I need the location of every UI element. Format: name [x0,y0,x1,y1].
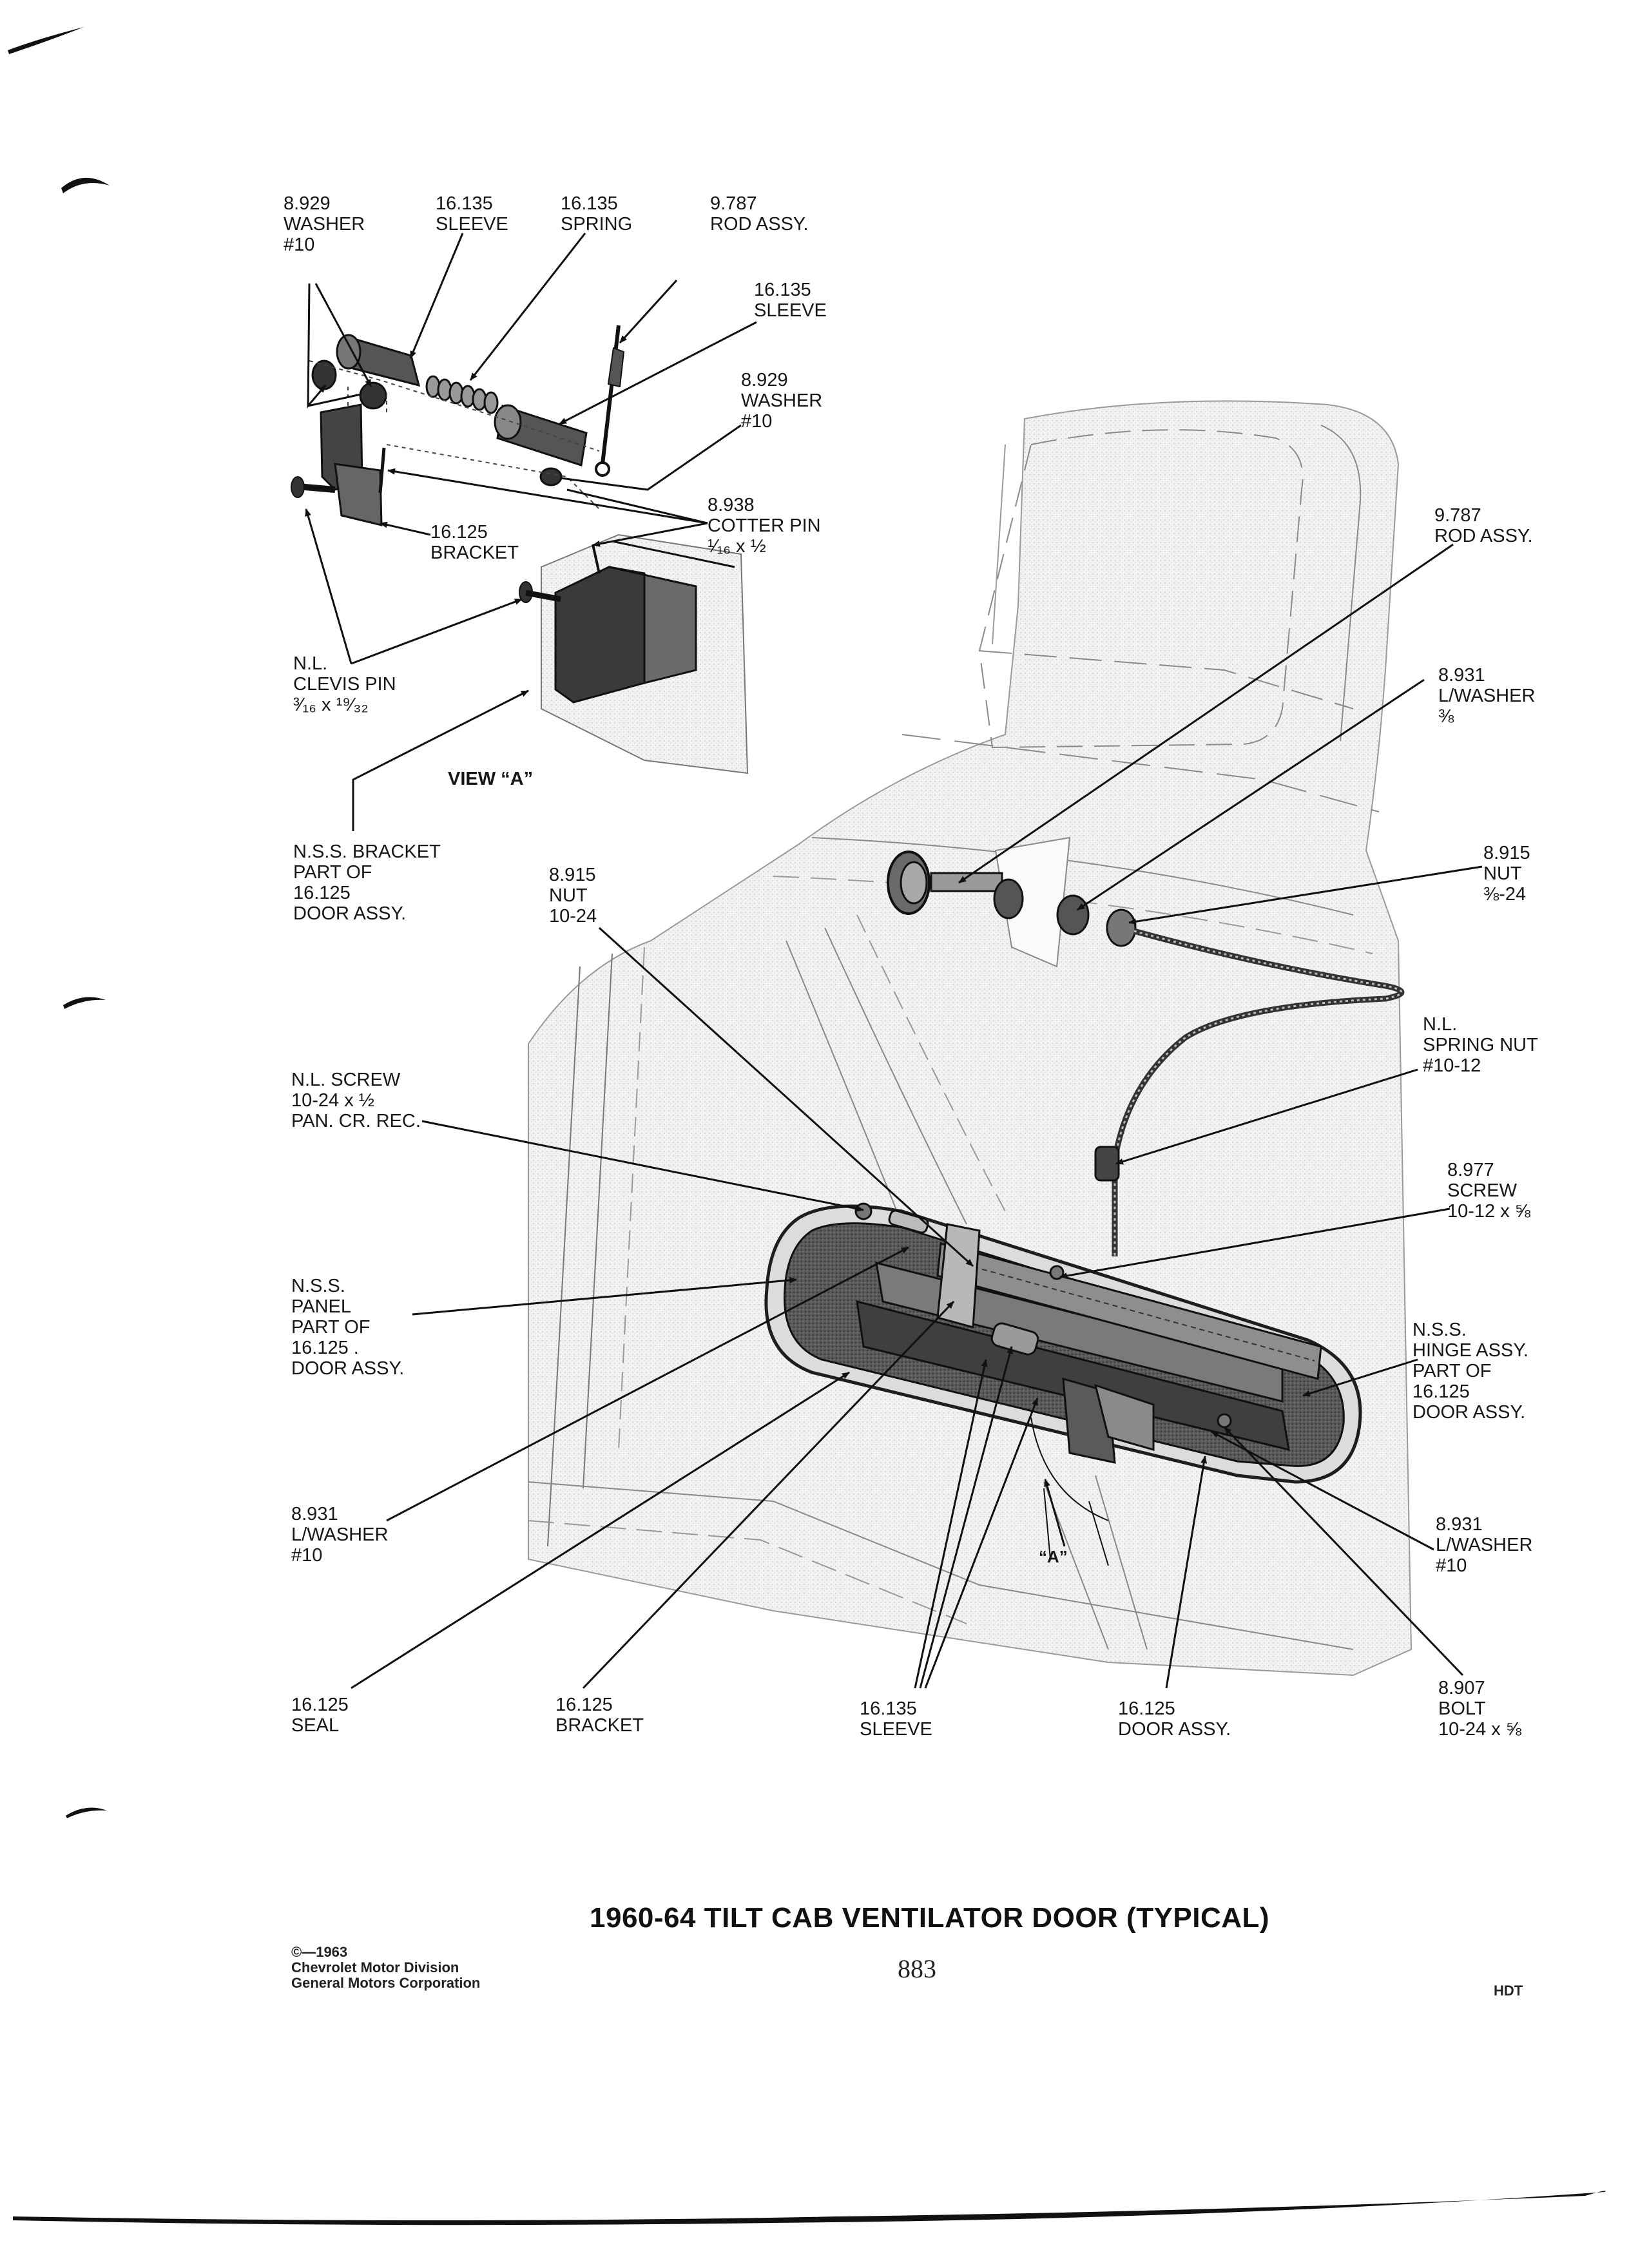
callout-screw-left: N.L. SCREW 10-24 x ½ PAN. CR. REC. [291,1070,421,1131]
view-a-label: VIEW “A” [448,769,534,789]
callout-sleeve-bottom: 16.135 SLEEVE [860,1698,932,1740]
callout-cotter-pin: 8.938 COTTER PIN ¹⁄₁₆ x ½ [708,495,821,557]
callout-lwasher-left: 8.931 L/WASHER #10 [291,1504,389,1566]
callout-rod-right: 9.787 ROD ASSY. [1434,505,1533,546]
callout-washer-right: 8.929 WASHER #10 [741,370,823,432]
callout-sleeve-right: 16.135 SLEEVE [754,280,827,321]
callout-clevis-pin: N.L. CLEVIS PIN ³⁄₁₆ x ¹⁹⁄₃₂ [293,653,396,715]
ventilator-door-assembly [764,1202,1362,1566]
callout-seal: 16.125 SEAL [291,1695,349,1736]
callout-lwasher-right: 8.931 L/WASHER #10 [1436,1514,1533,1576]
callout-bracket-bottom: 16.125 BRACKET [555,1695,644,1736]
binder-marks [8,27,1606,2225]
exploded-inset-parts [291,325,749,774]
view-a-marker: “A” [1039,1547,1068,1566]
control-knob-cable [887,836,1405,1256]
callout-washer-top: 8.929 WASHER #10 [284,193,365,255]
callout-screw-right: 8.977 SCREW 10-12 x ⅝ [1447,1160,1530,1222]
callout-lwasher-top-right: 8.931 L/WASHER ⅜ [1438,665,1536,727]
callout-bracket-view: 16.125 BRACKET [430,522,519,563]
callout-nut-right: 8.915 NUT ⅜-24 [1483,843,1530,905]
callout-spring-top: 16.135 SPRING [561,193,633,235]
diagram-title: 1960-64 TILT CAB VENTILATOR DOOR (TYPICA… [590,1902,1270,1934]
callout-panel: N.S.S. PANEL PART OF 16.125 . DOOR ASSY. [291,1276,405,1379]
footer-code: HDT [1494,1983,1523,1999]
copyright-notice: ©—1963 Chevrolet Motor Division General … [291,1944,481,1991]
callout-nut-left: 8.915 NUT 10-24 [549,865,597,927]
callout-nss-bracket: N.S.S. BRACKET PART OF 16.125 DOOR ASSY. [293,841,441,924]
callout-sleeve-top: 16.135 SLEEVE [436,193,508,235]
callout-hinge: N.S.S. HINGE ASSY. PART OF 16.125 DOOR A… [1412,1320,1528,1423]
callout-rod-top: 9.787 ROD ASSY. [710,193,809,235]
callout-door-assy: 16.125 DOOR ASSY. [1118,1698,1231,1740]
page-number: 883 [898,1954,936,1983]
leader-lines [305,233,1483,1689]
callout-spring-nut: N.L. SPRING NUT #10-12 [1423,1014,1538,1076]
callout-bolt: 8.907 BOLT 10-24 x ⅝ [1438,1678,1521,1740]
